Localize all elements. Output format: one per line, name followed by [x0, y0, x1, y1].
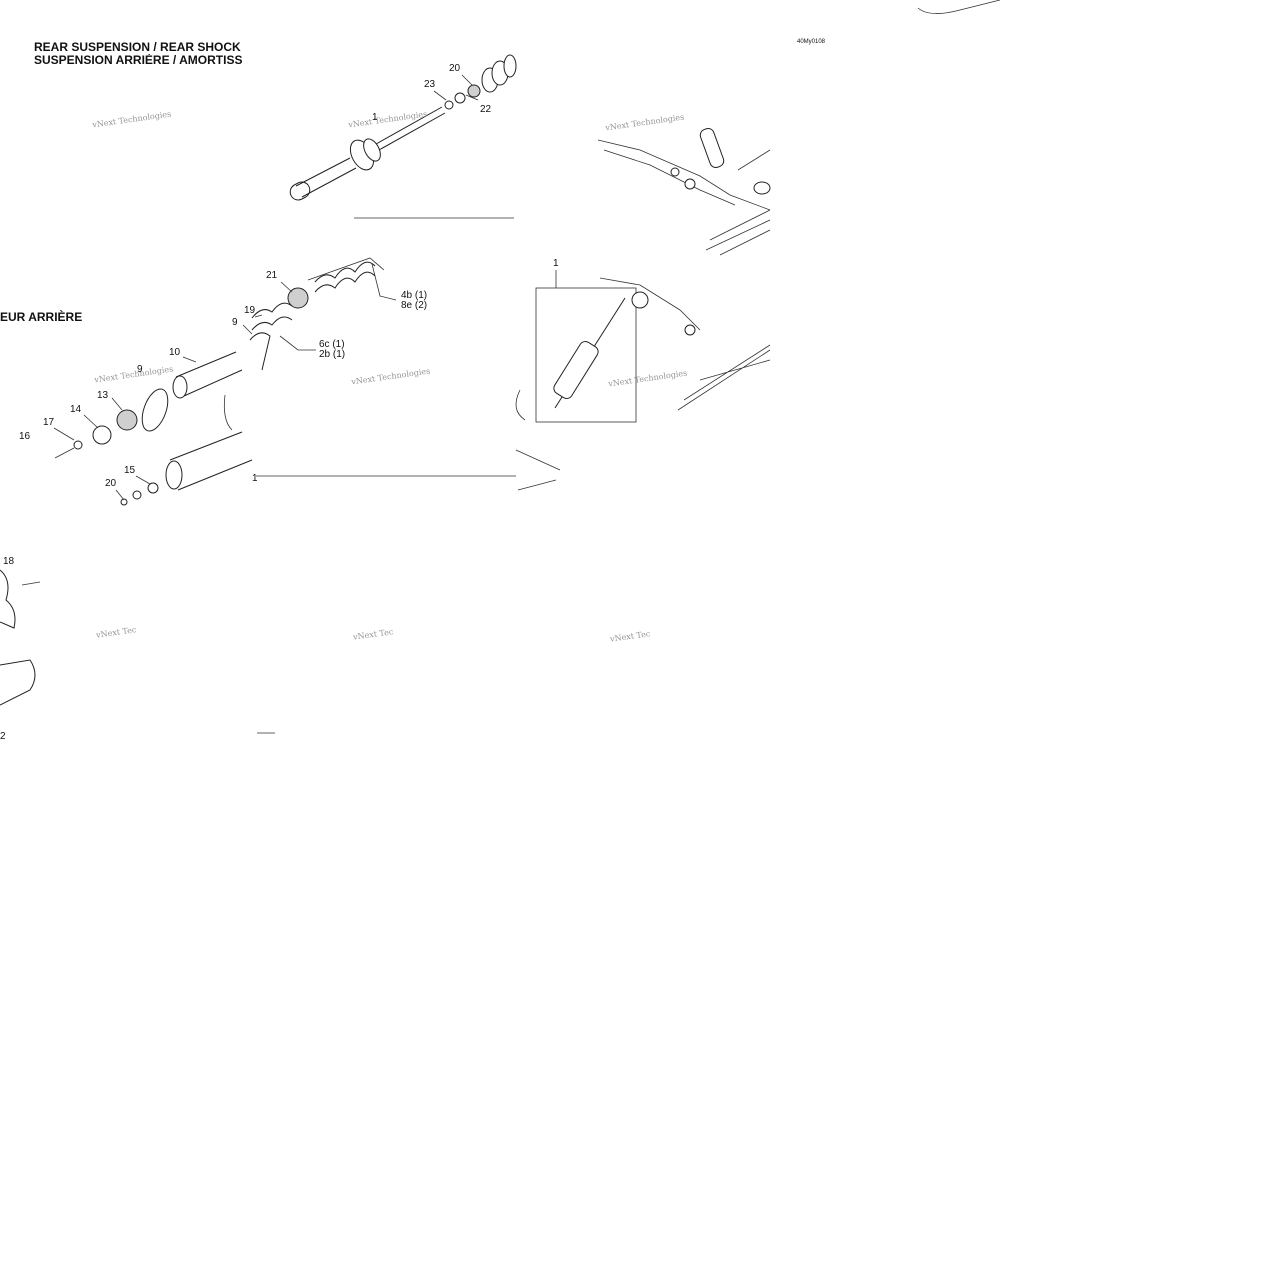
top-right-fragment: [917, 0, 1001, 14]
callout-13: 13: [97, 390, 109, 401]
callout-1: 1: [553, 258, 559, 269]
diagram-title-english: REAR SUSPENSION / REAR SHOCK: [34, 40, 241, 54]
callout-14: 14: [70, 404, 82, 415]
callout-21: 21: [266, 270, 278, 281]
rear-frame-sketch-top: [597, 128, 771, 256]
callout-10: 10: [169, 347, 181, 358]
kit-label-6c: 6c (1): [319, 339, 345, 350]
callout-18: 18: [3, 556, 15, 567]
spring-exploded-drawing: [54, 257, 516, 506]
callout-17: 17: [43, 417, 55, 428]
kit-label-2b: 2b (1): [319, 349, 346, 360]
shock-shaft-drawing: [289, 54, 517, 219]
bottom-left-parts: [0, 569, 275, 734]
callout-19: 19: [244, 305, 256, 316]
callout-1-clipped: 1: [252, 474, 257, 484]
shock-assembly-drawing: [515, 277, 771, 491]
callout-22: 22: [480, 104, 492, 115]
callout-1: 1: [372, 112, 378, 123]
diagram-title-french: SUSPENSION ARRIÈRE / AMORTISS: [34, 54, 243, 66]
diagram-code: 40My0108: [797, 39, 826, 45]
callout-9: 9: [137, 364, 143, 375]
kit-label-4b: 4b (1): [401, 290, 428, 301]
kit-label-8e: 8e (2): [401, 300, 428, 311]
diagram-title-french-fragment: EUR ARRIÈRE: [0, 310, 83, 324]
callout-2: 2: [0, 731, 6, 742]
callout-15: 15: [124, 465, 136, 476]
leader-lines: [53, 74, 557, 501]
callout-20: 20: [105, 478, 117, 489]
callout-23: 23: [424, 79, 436, 90]
callout-9: 9: [232, 317, 238, 328]
callout-20: 20: [449, 63, 461, 74]
callout-16: 16: [19, 431, 31, 442]
